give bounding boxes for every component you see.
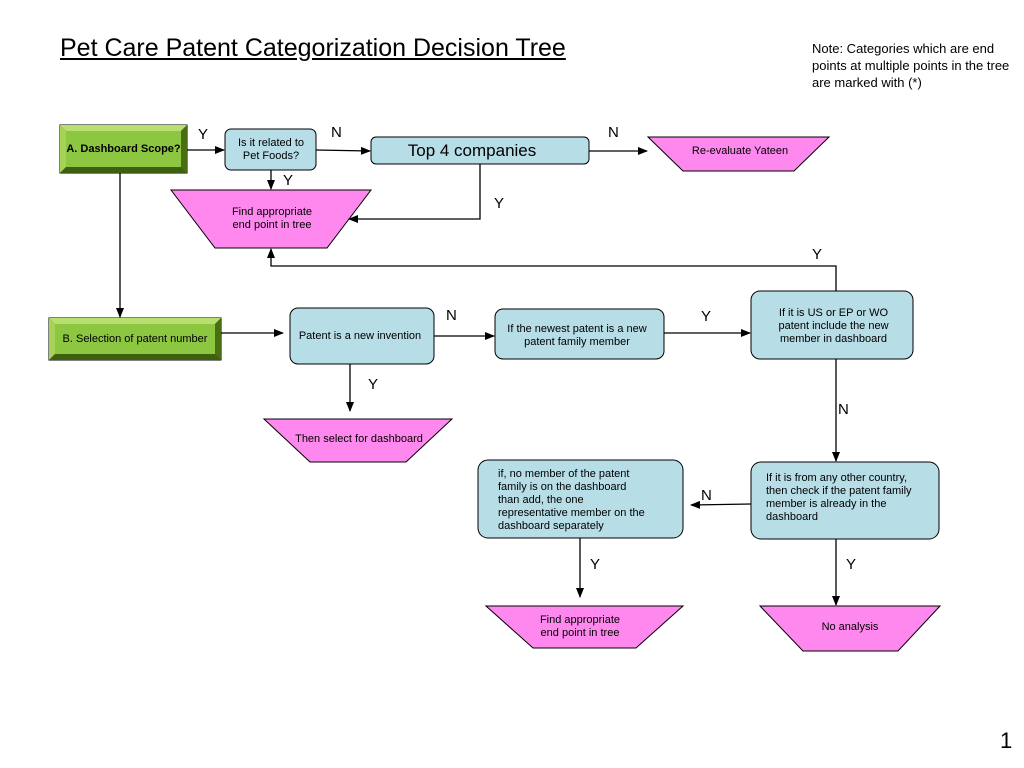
label-dashboard-scope: A. Dashboard Scope? (66, 142, 181, 155)
edge-label-petfoods-top4: N (331, 124, 342, 141)
node-dashboard-scope (59, 124, 188, 174)
label-find-end-1: Find appropriate end point in tree (231, 206, 313, 231)
arrow-petfoods-top4 (315, 146, 371, 155)
edge-label-petfoods-find: Y (283, 172, 294, 189)
arrow-uswo-find (267, 248, 837, 291)
node-find-end-1 (169, 189, 373, 249)
label-find-end-2: Find appropriate end point in tree (539, 614, 621, 639)
label-then-select: Then select for dashboard (295, 432, 423, 445)
edge-label-other-nomember: N (701, 487, 712, 504)
edge-label-top4-find: Y (494, 195, 505, 212)
edge-label-uswo-find: Y (812, 246, 823, 263)
node-other-country (750, 461, 940, 540)
label-new-invention: Patent is a new invention (298, 329, 422, 342)
node-no-analysis (758, 605, 942, 652)
arrow-top4-find (348, 164, 481, 223)
label-newest-patent: If the newest patent is a new patent fam… (507, 323, 647, 348)
edge-label-newest-uswo: Y (701, 308, 712, 325)
node-us-ep-wo (750, 290, 914, 360)
page-number: 1 (1000, 728, 1013, 753)
label-us-ep-wo: If it is US or EP or WO patent include t… (778, 306, 889, 345)
label-re-evaluate: Re-evaluate Yateen (691, 144, 789, 157)
arrow-other-nomember (690, 500, 752, 509)
label-selection: B. Selection of patent number (62, 332, 208, 345)
page-title: Pet Care Patent Categorization Decision … (60, 34, 566, 62)
label-no-member: if, no member of the patent family is on… (498, 467, 645, 532)
edge-label-invention-select: Y (368, 376, 379, 393)
node-find-end-2 (484, 605, 685, 649)
node-newest-patent (494, 308, 665, 360)
edge-label-invention-newest: N (446, 307, 457, 324)
label-no-analysis: No analysis (821, 620, 879, 633)
edge-label-other-noanalysis: Y (846, 556, 857, 573)
node-re-evaluate (646, 136, 831, 172)
label-other-country: If it is from any other country, then ch… (766, 472, 912, 523)
label-top4: Top 4 companies (407, 140, 537, 160)
edge-label-nomember-find2: Y (590, 556, 601, 573)
edge-label-uswo-other: N (838, 401, 849, 418)
edge-label-top4-reeval: N (608, 124, 619, 141)
note-text: Note: Categories which are end points at… (812, 41, 1010, 90)
node-selection-patent-number (48, 317, 222, 361)
node-then-select (262, 418, 454, 463)
edge-label-scope-petfoods: Y (198, 126, 209, 143)
label-pet-foods: Is it related to Pet Foods? (237, 136, 305, 162)
